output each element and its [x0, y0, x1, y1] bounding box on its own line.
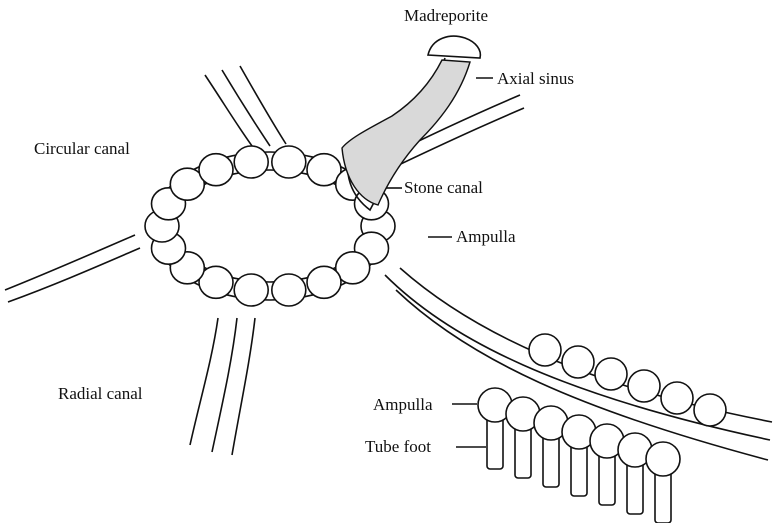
radial-canal-left [5, 235, 140, 302]
label-tube-foot: Tube foot [365, 437, 431, 456]
label-circular-canal: Circular canal [34, 139, 130, 158]
ampulla [628, 370, 660, 402]
tube-foot [655, 471, 671, 523]
tube-foot [599, 453, 615, 505]
tube-foot [543, 435, 559, 487]
label-madreporite: Madreporite [404, 6, 488, 25]
tube-foot [487, 417, 503, 469]
label-axial-sinus: Axial sinus [497, 69, 574, 88]
tube-foot [571, 444, 587, 496]
canal-bulb [234, 146, 268, 178]
canal-bulb [199, 154, 233, 186]
ampulla [529, 334, 561, 366]
ampulla [694, 394, 726, 426]
ampulla [595, 358, 627, 390]
canal-bulb [234, 274, 268, 306]
ampulla [661, 382, 693, 414]
label-stone-canal: Stone canal [404, 178, 483, 197]
label-radial-canal: Radial canal [58, 384, 143, 403]
canal-bulb [272, 274, 306, 306]
label-ampulla-top: Ampulla [456, 227, 516, 246]
canal-bulb [307, 266, 341, 298]
label-ampulla-bottom: Ampulla [373, 395, 433, 414]
radial-canal-bottom [190, 318, 255, 455]
canal-bulb [272, 146, 306, 178]
ampulla [562, 346, 594, 378]
radial-canal-upper-left [205, 66, 286, 150]
ampullae-row [478, 334, 726, 523]
madreporite [428, 36, 480, 58]
tube-foot [627, 462, 643, 514]
tube-foot [515, 426, 531, 478]
ampulla [646, 442, 680, 476]
